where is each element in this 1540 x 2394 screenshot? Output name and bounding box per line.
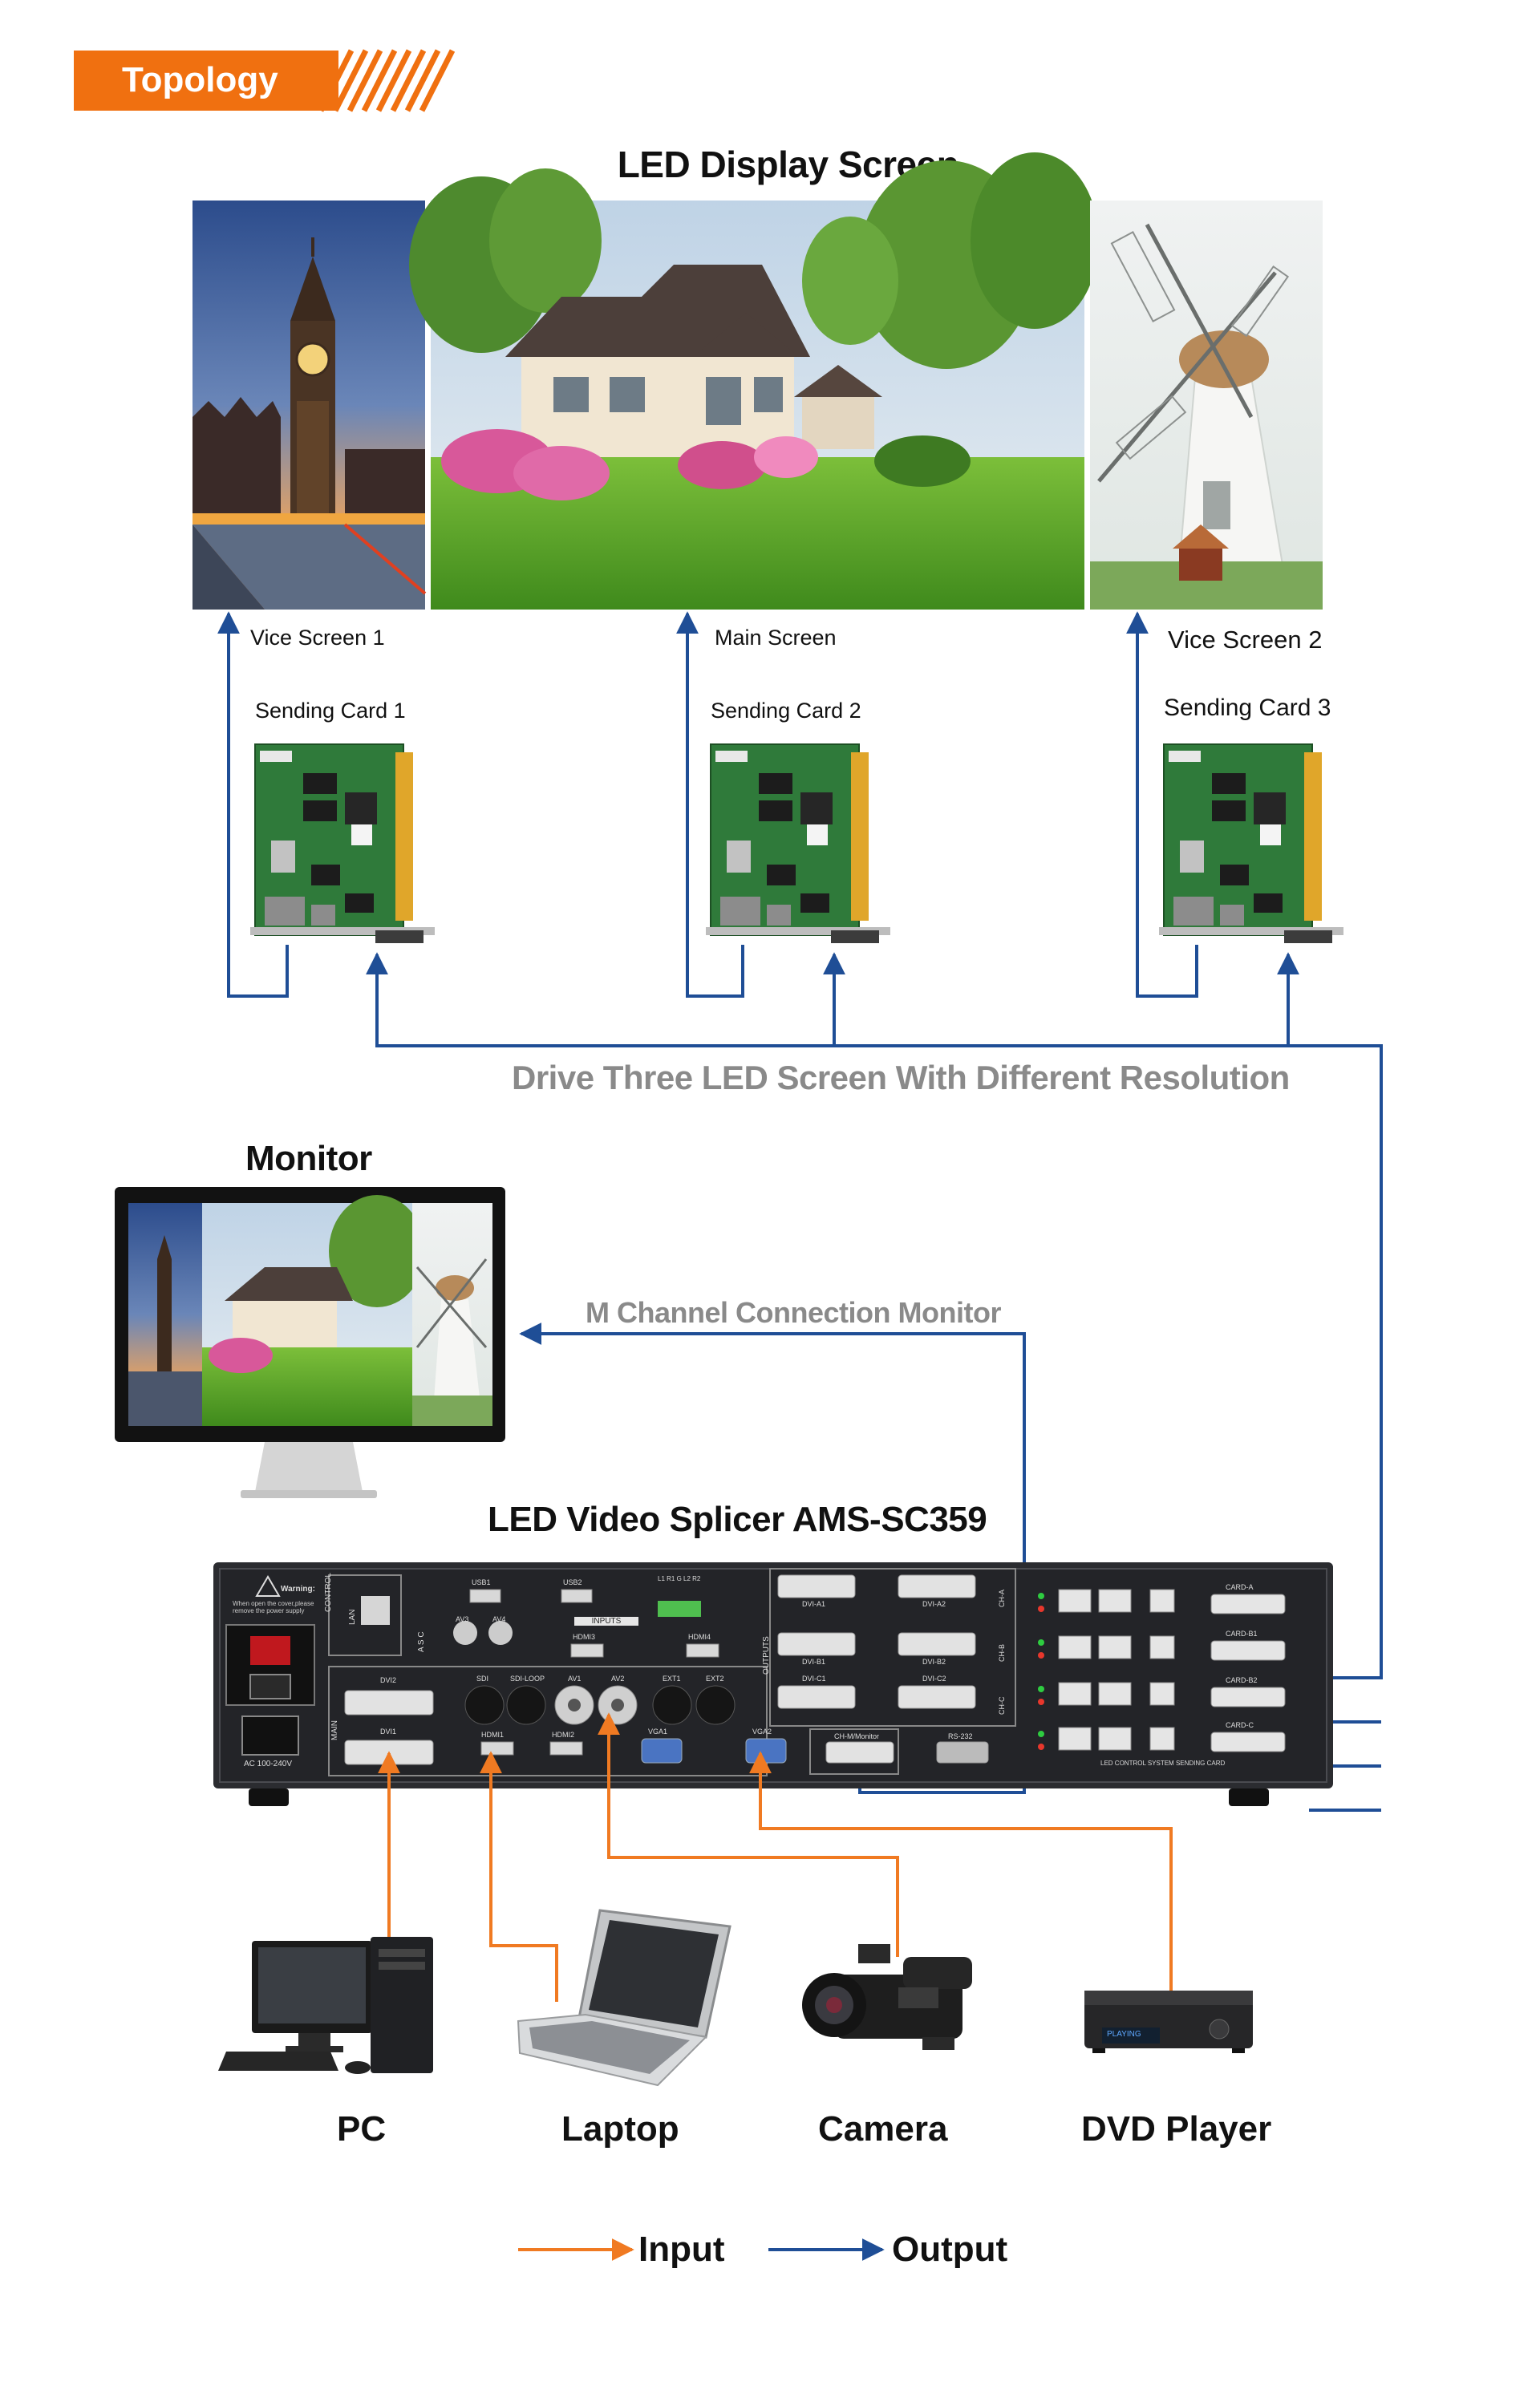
topology-title: Topology	[122, 60, 278, 99]
sending-card-1	[249, 743, 436, 944]
control-label: CONTROL	[324, 1573, 333, 1612]
vice-screen-2-image	[1090, 201, 1323, 610]
source-label-dvd-player: DVD Player	[1081, 2109, 1272, 2149]
main-screen-image	[409, 152, 1099, 610]
port-label: HDMI2	[552, 1731, 575, 1739]
card-footer: LED CONTROL SYSTEM SENDING CARD	[1100, 1760, 1226, 1767]
port-label: HDMI1	[481, 1731, 505, 1739]
port-label: DVI-B2	[922, 1658, 946, 1666]
port-label: EXT1	[663, 1675, 681, 1683]
input-wires	[378, 1712, 1173, 2002]
source-label-laptop: Laptop	[561, 2109, 679, 2149]
card-label: CARD-C	[1226, 1721, 1254, 1729]
port-label: AV3	[456, 1615, 469, 1623]
splicer-device	[213, 1562, 1333, 1806]
vice-screen-2-label: Vice Screen 2	[1168, 626, 1323, 654]
sending-card-2-label: Sending Card 2	[711, 699, 861, 723]
splicer-title: LED Video Splicer AMS-SC359	[488, 1500, 987, 1539]
main-screen-label: Main Screen	[715, 626, 837, 650]
dvd-display-text: PLAYING	[1107, 2030, 1141, 2039]
port-label: AV2	[611, 1675, 625, 1683]
outputs-label: OUTPUTS	[762, 1636, 771, 1675]
port-label: AV4	[492, 1615, 506, 1623]
audio-label: L1 R1 G L2 R2	[658, 1575, 701, 1582]
monitor-display	[115, 1187, 505, 1498]
legend-output-label: Output	[892, 2230, 1008, 2269]
source-label-pc: PC	[337, 2109, 387, 2149]
port-label: SDI	[476, 1675, 489, 1683]
vice-screen-1-image	[192, 201, 427, 610]
topology-tag	[74, 49, 456, 112]
power-label: AC 100-240V	[244, 1760, 293, 1768]
card-label: CARD-B2	[1226, 1676, 1258, 1684]
port-label: DVI-C1	[802, 1675, 826, 1683]
channel-label: CH-C	[998, 1696, 1006, 1715]
port-label: HDMI3	[573, 1633, 596, 1641]
monitor-title: Monitor	[245, 1139, 372, 1178]
port-label: VGA1	[648, 1728, 668, 1736]
port-label: DVI-C2	[922, 1675, 946, 1683]
port-label: DVI-A2	[922, 1600, 946, 1608]
port-label: DVI-A1	[802, 1600, 826, 1608]
source-label-camera: Camera	[818, 2109, 948, 2149]
channel-label: CH-A	[998, 1590, 1006, 1607]
monitor-caption: M Channel Connection Monitor	[586, 1296, 1001, 1329]
asc-label: A S C	[417, 1631, 426, 1652]
card-label: CARD-A	[1226, 1583, 1254, 1591]
port-label: AV1	[568, 1675, 582, 1683]
port-label: VGA2	[752, 1728, 772, 1736]
drive-caption: Drive Three LED Screen With Different Re…	[512, 1059, 1290, 1096]
sending-card-3	[1158, 743, 1344, 944]
sending-card-1-label: Sending Card 1	[255, 699, 406, 723]
warning-text: When open the cover,please remove the po…	[233, 1600, 314, 1614]
camera-illustration	[802, 1944, 972, 2050]
sending-card-2	[705, 743, 891, 944]
port-label: USB1	[472, 1578, 491, 1586]
port-label: SDI-LOOP	[510, 1675, 545, 1683]
inputs-label: INPUTS	[574, 1617, 638, 1626]
port-label: EXT2	[706, 1675, 724, 1683]
main-label: MAIN	[330, 1720, 339, 1740]
lan-label: LAN	[348, 1609, 357, 1625]
tag-stripes	[318, 49, 456, 112]
port-label: RS-232	[948, 1732, 973, 1740]
dvd-player-illustration	[1084, 1991, 1253, 2053]
vice-screen-1-label: Vice Screen 1	[250, 626, 385, 650]
legend-input-label: Input	[638, 2230, 725, 2269]
port-label: HDMI4	[688, 1633, 711, 1641]
port-label: USB2	[563, 1578, 582, 1586]
port-label: DVI-B1	[802, 1658, 826, 1666]
card-label: CARD-B1	[1226, 1630, 1258, 1638]
port-label: DVI2	[380, 1676, 397, 1684]
tag-bar	[74, 51, 338, 111]
warning-title: Warning:	[281, 1585, 315, 1594]
port-label: DVI1	[380, 1728, 397, 1736]
sending-card-3-label: Sending Card 3	[1164, 695, 1331, 721]
laptop-illustration	[517, 1909, 732, 2087]
port-label: CH-M/Monitor	[834, 1732, 880, 1740]
led-screens	[192, 152, 1323, 610]
pc-illustration	[218, 1937, 433, 2074]
channel-label: CH-B	[998, 1644, 1006, 1662]
